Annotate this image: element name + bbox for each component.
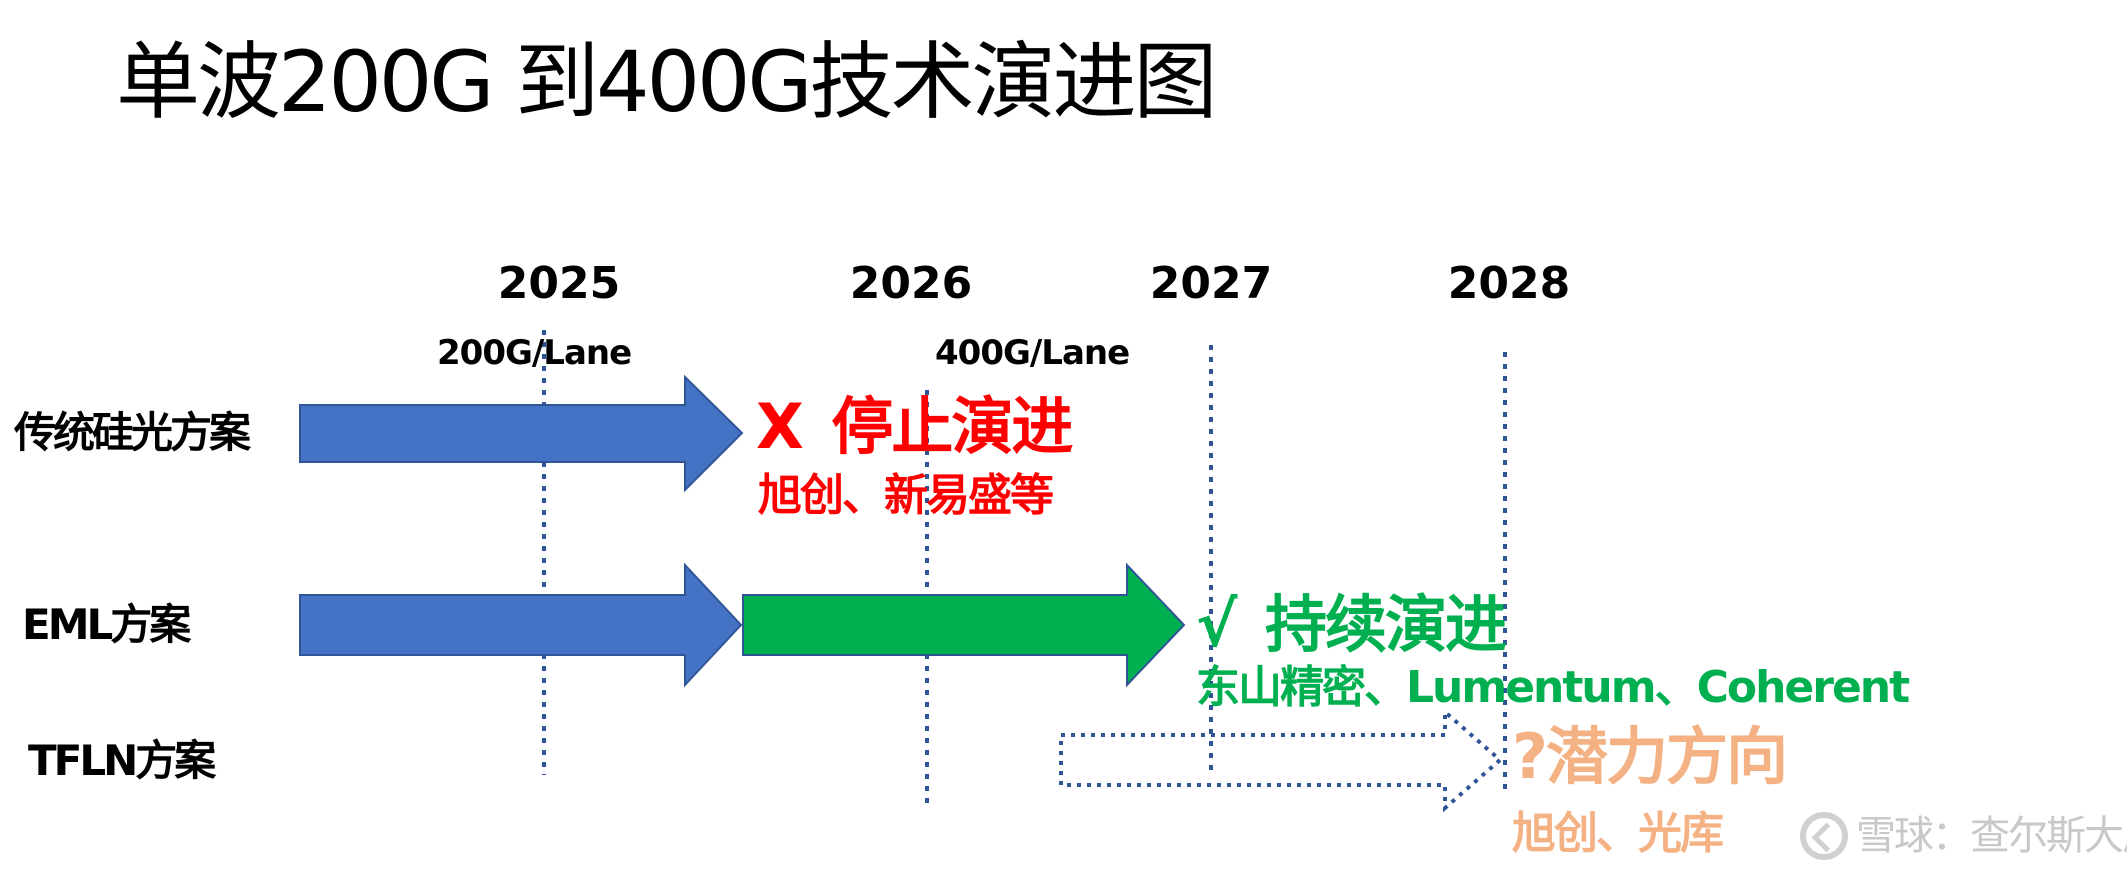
tfln-companies: 旭创、光库 [1512,808,1724,859]
tfln-dotted-arrow [1059,707,1504,813]
row-label-tfln: TFLN方案 [28,736,216,785]
question-mark-icon: ? [1512,720,1548,793]
eml-companies: 东山精密、Lumentum、Coherent [1196,662,1910,713]
tfln-status-text: 潜力方向 [1545,720,1788,793]
year-label-2025: 2025 [497,258,621,309]
eml-status: √ 持续演进 [1196,594,1507,656]
watermark-text: 雪球：查尔斯大风车 [1856,813,2127,859]
check-mark-icon: √ [1196,588,1237,661]
year-label-2028: 2028 [1447,258,1571,309]
year-label-2027: 2027 [1149,258,1273,309]
snowball-logo-icon [1800,812,1848,860]
page-title: 单波200G 到400G技术演进图 [116,33,1218,131]
row-label-silicon-photonics: 传统硅光方案 [14,408,251,457]
row-label-eml: EML方案 [22,600,191,649]
silicon-photonics-arrow [299,374,744,493]
silicon-photonics-status: X 停止演进 [756,396,1073,458]
eml-status-text: 持续演进 [1264,588,1507,661]
watermark: 雪球：查尔斯大风车 [1800,812,2127,860]
year-label-2026: 2026 [849,258,973,309]
cross-mark-icon: X [756,390,804,463]
eml-400g-arrow [742,562,1186,688]
lane-label-400g: 400G/Lane [935,333,1130,373]
silicon-photonics-status-text: 停止演进 [831,390,1073,463]
lane-label-200g: 200G/Lane [437,333,632,373]
eml-200g-arrow [299,562,743,688]
tfln-status: ?潜力方向 [1512,726,1788,788]
silicon-photonics-companies: 旭创、新易盛等 [758,470,1054,521]
